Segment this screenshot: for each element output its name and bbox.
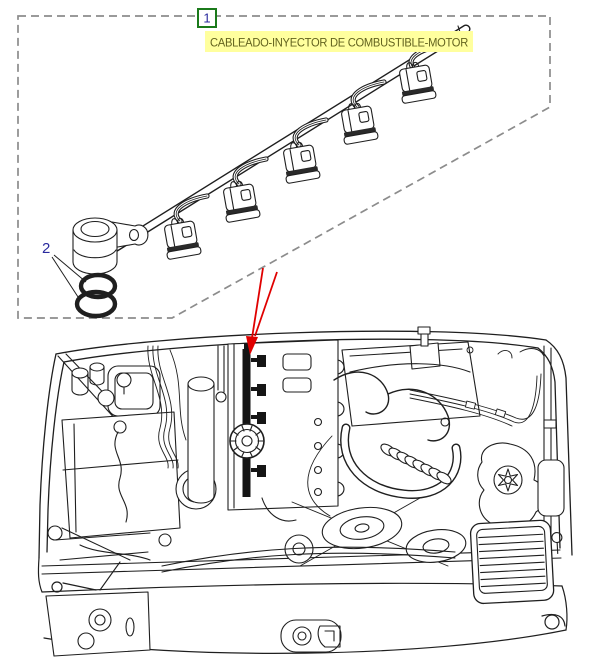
right-frame-member xyxy=(537,345,565,557)
part-name-text: CABLEADO-INYECTOR DE COMBUSTIBLE-MOTOR xyxy=(210,36,469,50)
engine-bay-outline xyxy=(38,330,573,559)
wire-loom-left xyxy=(147,345,187,469)
part-name-highlight xyxy=(205,31,473,52)
pulleys-and-belt xyxy=(161,497,467,573)
engine-bay-illustration xyxy=(37,326,573,657)
callout-1[interactable]: 1 xyxy=(197,8,217,28)
oil-cooler xyxy=(469,519,563,605)
oil-filler-cap xyxy=(229,423,265,459)
fuel-rail-bar xyxy=(242,349,251,497)
fuel-injector-harness-illustration xyxy=(72,24,471,319)
callout-2-leader-lines xyxy=(51,254,87,301)
frame-rail-left xyxy=(45,591,151,657)
callout-1-number: 1 xyxy=(203,11,210,26)
reservoir-star-cap xyxy=(477,442,546,530)
round-connector xyxy=(72,217,149,275)
callout-2[interactable]: 2 xyxy=(42,240,87,301)
detail-box-border xyxy=(17,15,551,319)
hood-latch xyxy=(280,619,342,653)
part-name-label[interactable]: CABLEADO-INYECTOR DE COMBUSTIBLE-MOTOR xyxy=(205,31,473,52)
hoses xyxy=(307,417,462,517)
valve-cover-left-cylinder xyxy=(187,345,227,504)
callout-1-box xyxy=(197,8,217,28)
right-wiring-loom xyxy=(409,346,545,427)
o-rings xyxy=(74,272,118,319)
injector-plugs xyxy=(160,58,437,261)
washer-bottle-battery-tray xyxy=(47,411,181,561)
location-arrow xyxy=(246,267,278,355)
fuel-rail xyxy=(242,343,266,497)
left-fender-area xyxy=(57,353,161,423)
corrugated-duct xyxy=(380,443,452,485)
location-arrowhead xyxy=(246,336,258,355)
callout-2-number: 2 xyxy=(42,240,50,257)
intake-manifold xyxy=(333,326,481,442)
